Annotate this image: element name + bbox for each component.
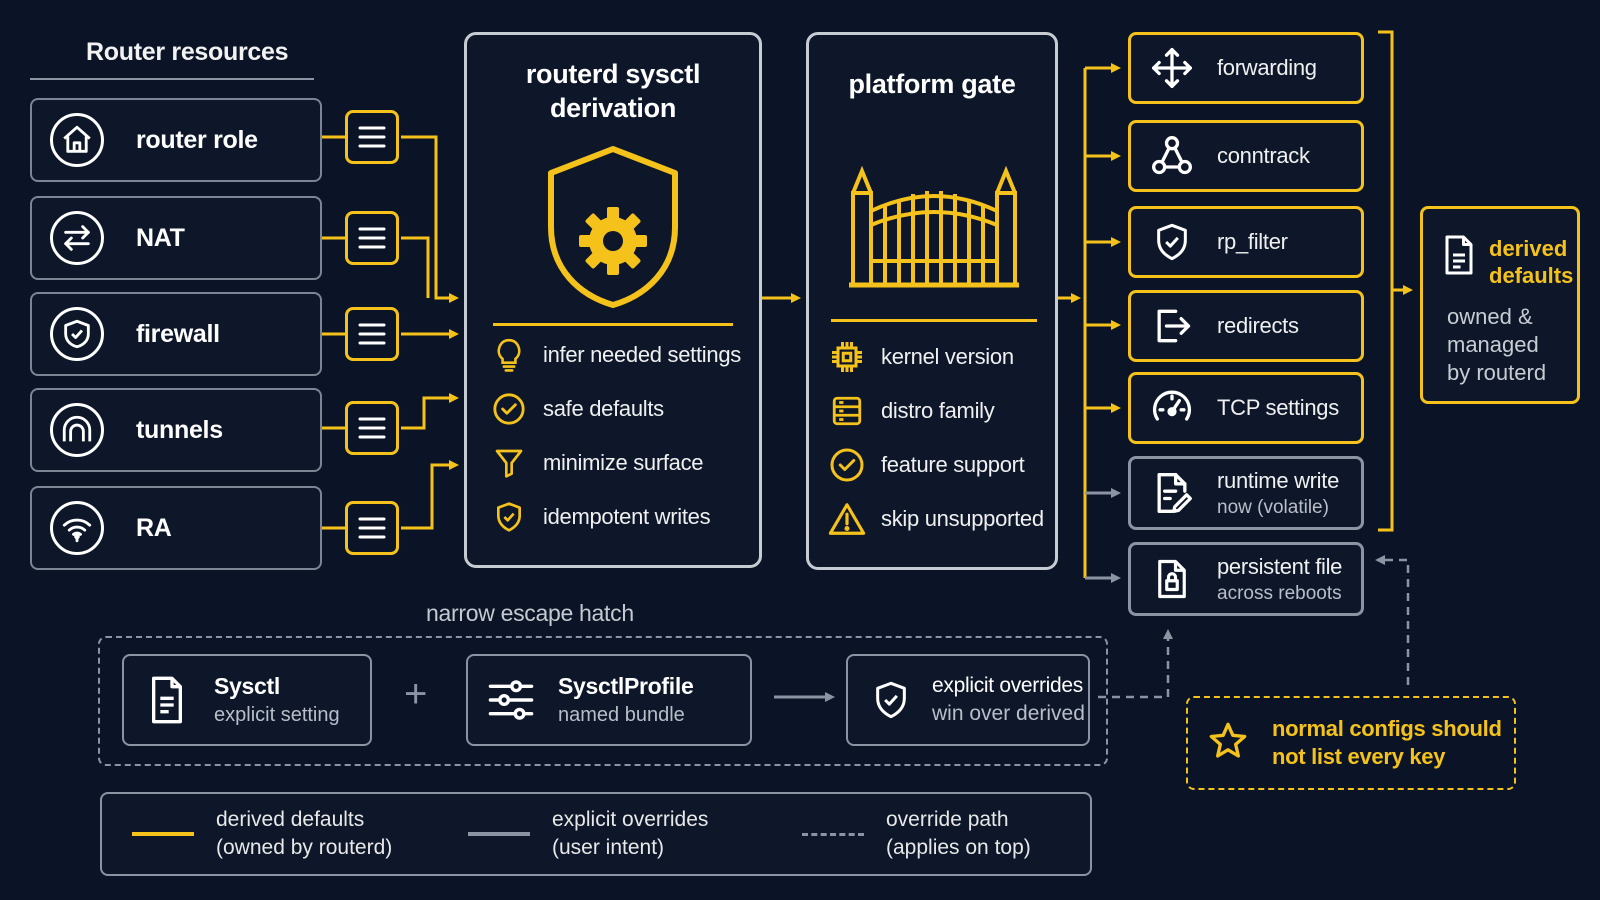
output-runtime-write: runtime write now (volatile) (1128, 456, 1364, 530)
resource-label: router role (136, 125, 258, 154)
legend-item-derived: derived defaults (owned by routerd) (132, 806, 392, 862)
list-icon (345, 211, 399, 265)
list-icon (345, 307, 399, 361)
sysctl-card: Sysctl explicit setting (122, 654, 372, 746)
shield-check-icon (50, 307, 104, 361)
check-circle-icon (489, 389, 529, 429)
tunnel-arch-icon (50, 403, 104, 457)
swap-arrows-icon (50, 211, 104, 265)
wifi-signal-icon (50, 501, 104, 555)
legend: derived defaults (owned by routerd) expl… (100, 792, 1092, 876)
legend-item-explicit: explicit overrides (user intent) (468, 806, 708, 862)
plus-sign: + (404, 672, 428, 716)
guidance-note: normal configs should not list every key (1186, 696, 1516, 790)
resource-card-ra: RA (30, 486, 322, 570)
derivation-item: minimize surface (489, 443, 704, 483)
warning-icon (827, 499, 867, 539)
resources-divider (30, 78, 314, 80)
explicit-overrides-card: explicit overrides win over derived (846, 654, 1090, 746)
gate-item: kernel version (827, 337, 1014, 377)
derived-defaults-box: derived defaults owned & managed by rout… (1420, 206, 1580, 404)
funnel-icon (489, 443, 529, 483)
legend-swatch (802, 832, 864, 836)
output-persistent-file: persistent file across reboots (1128, 542, 1364, 616)
resource-label: firewall (136, 319, 220, 348)
derivation-title: routerd sysctl derivation (525, 59, 701, 123)
list-icon (345, 110, 399, 164)
gate-title: platform gate (848, 69, 1016, 99)
nodes-icon (1149, 133, 1195, 179)
legend-swatch (468, 832, 530, 836)
gate-divider (831, 319, 1037, 322)
lightbulb-icon (489, 335, 529, 375)
document-lock-icon (1149, 556, 1195, 602)
escape-hatch-title: narrow escape hatch (426, 600, 634, 626)
gate-item: distro family (827, 391, 995, 431)
shield-gear-icon (543, 143, 683, 316)
derivation-divider (493, 323, 733, 326)
derivation-item: infer needed settings (489, 335, 741, 375)
derived-title: derived defaults (1489, 236, 1574, 288)
shield-check-icon (1149, 219, 1195, 265)
derivation-item: safe defaults (489, 389, 664, 429)
redirect-arrow-icon (1149, 303, 1195, 349)
chip-icon (827, 337, 867, 377)
list-icon (345, 501, 399, 555)
resource-label: tunnels (136, 415, 223, 444)
server-icon (827, 391, 867, 431)
gate-icon (849, 163, 1019, 296)
gauge-icon (1149, 385, 1195, 431)
output-tcp-settings: TCP settings (1128, 372, 1364, 444)
gate-item: feature support (827, 445, 1025, 485)
star-icon (1208, 721, 1248, 766)
output-redirects: redirects (1128, 290, 1364, 362)
output-forwarding: forwarding (1128, 32, 1364, 104)
sliders-icon (486, 675, 536, 725)
resources-title: Router resources (86, 38, 289, 66)
house-icon (50, 113, 104, 167)
legend-item-override-path: override path (applies on top) (802, 806, 1031, 862)
resource-label: RA (136, 513, 172, 542)
resource-card-tunnels: tunnels (30, 388, 322, 472)
platform-gate-panel: platform gate (806, 32, 1058, 570)
resource-card-router-role: router role (30, 98, 322, 182)
resource-label: NAT (136, 223, 185, 252)
gate-item: skip unsupported (827, 499, 1044, 539)
document-edit-icon (1149, 470, 1195, 516)
escape-hatch-frame (98, 636, 1108, 766)
document-icon (142, 675, 192, 725)
output-rp-filter: rp_filter (1128, 206, 1364, 278)
move-arrows-icon (1149, 45, 1195, 91)
list-icon (345, 401, 399, 455)
derived-description: owned & managed by routerd (1447, 304, 1547, 385)
resource-card-firewall: firewall (30, 292, 322, 376)
check-circle-icon (827, 445, 867, 485)
shield-check-icon (866, 675, 916, 725)
document-icon (1441, 233, 1477, 282)
sysctl-profile-card: SysctlProfile named bundle (466, 654, 752, 746)
derivation-panel: routerd sysctl derivation (464, 32, 762, 568)
legend-swatch (132, 832, 194, 836)
output-conntrack: conntrack (1128, 120, 1364, 192)
resource-card-nat: NAT (30, 196, 322, 280)
shield-check-icon (489, 497, 529, 537)
derivation-item: idempotent writes (489, 497, 711, 537)
